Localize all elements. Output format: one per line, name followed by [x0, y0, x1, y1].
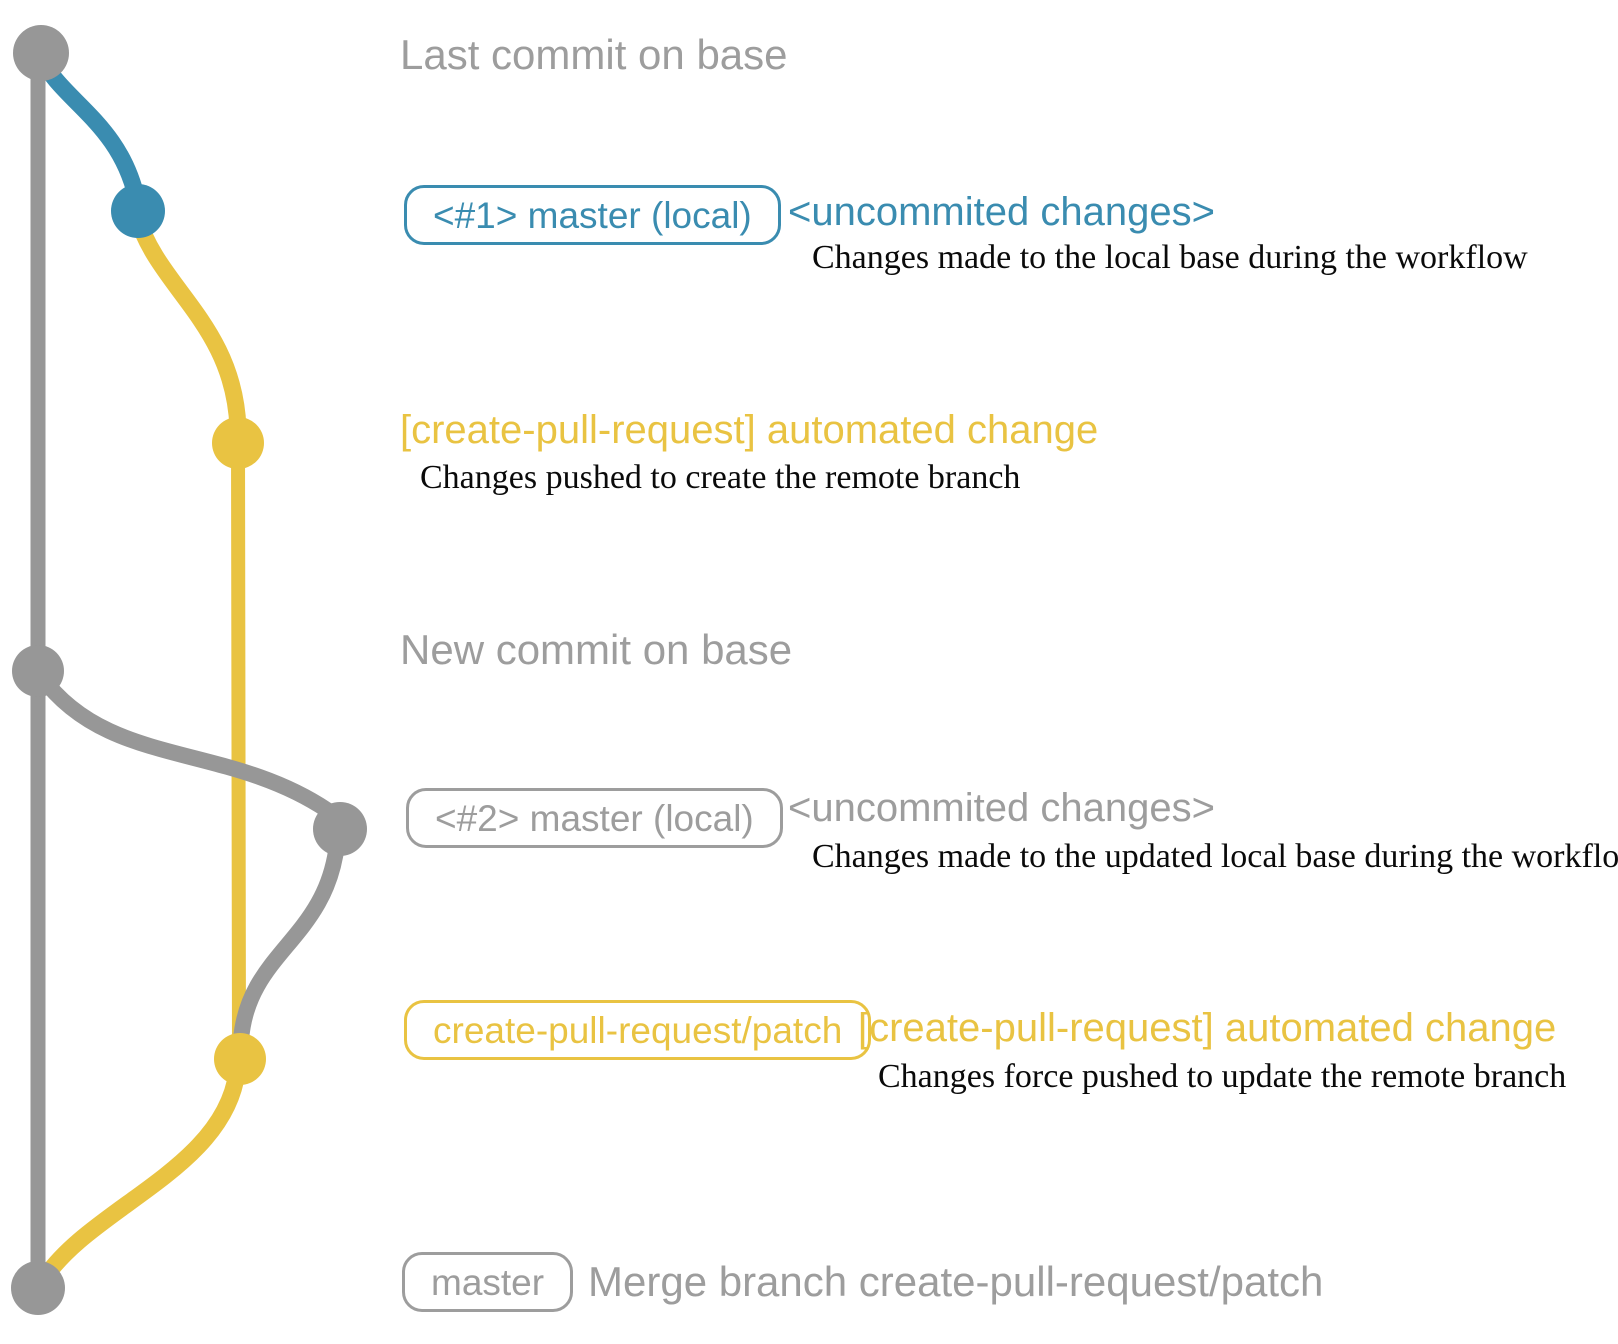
- commit-node-uncommitted-2: [313, 802, 367, 856]
- automated-change-2-description: Changes force pushed to update the remot…: [878, 1058, 1567, 1095]
- merge-commit-label: Merge branch create-pull-request/patch: [588, 1258, 1324, 1305]
- new-commit-label: New commit on base: [400, 626, 793, 673]
- badge-patch-branch-label: create-pull-request/patch: [433, 1009, 843, 1051]
- badge-master: master: [402, 1252, 574, 1312]
- commit-node-uncommitted-1: [111, 184, 165, 238]
- badge-master-local-1-label: <#1> master (local): [433, 194, 752, 236]
- badge-master-label: master: [431, 1261, 545, 1303]
- commit-node-last-base: [13, 25, 69, 81]
- commit-node-automated-2: [214, 1033, 266, 1085]
- badge-master-local-1: <#1> master (local): [404, 185, 781, 245]
- merge-curve: [33, 1063, 246, 1291]
- automated-change-1-headline: [create-pull-request] automated change: [400, 408, 1099, 452]
- automated-change-2-headline: [create-pull-request] automated change: [858, 1006, 1557, 1050]
- badge-patch-branch: create-pull-request/patch: [404, 1000, 872, 1060]
- local-branch-curve: [31, 47, 146, 209]
- last-commit-label: Last commit on base: [400, 31, 788, 78]
- uncommitted-changes-2-headline: <uncommited changes>: [788, 786, 1215, 830]
- uncommitted-changes-2-description: Changes made to the updated local base d…: [812, 838, 1618, 875]
- commit-node-automated-1: [212, 417, 264, 469]
- commit-node-merge: [11, 1261, 65, 1315]
- uncommitted-changes-1-headline: <uncommited changes>: [788, 190, 1215, 234]
- badge-master-local-2: <#2> master (local): [406, 788, 783, 848]
- rebase-curve: [33, 668, 335, 818]
- uncommitted-changes-1-description: Changes made to the local base during th…: [812, 239, 1528, 276]
- badge-master-local-2-label: <#2> master (local): [435, 797, 754, 839]
- commit-node-new-base: [12, 645, 64, 697]
- force-push-curve: [233, 836, 345, 1048]
- push-curve: [128, 207, 247, 437]
- automated-change-1-description: Changes pushed to create the remote bran…: [420, 459, 1021, 496]
- patch-branch-line: [231, 433, 246, 1059]
